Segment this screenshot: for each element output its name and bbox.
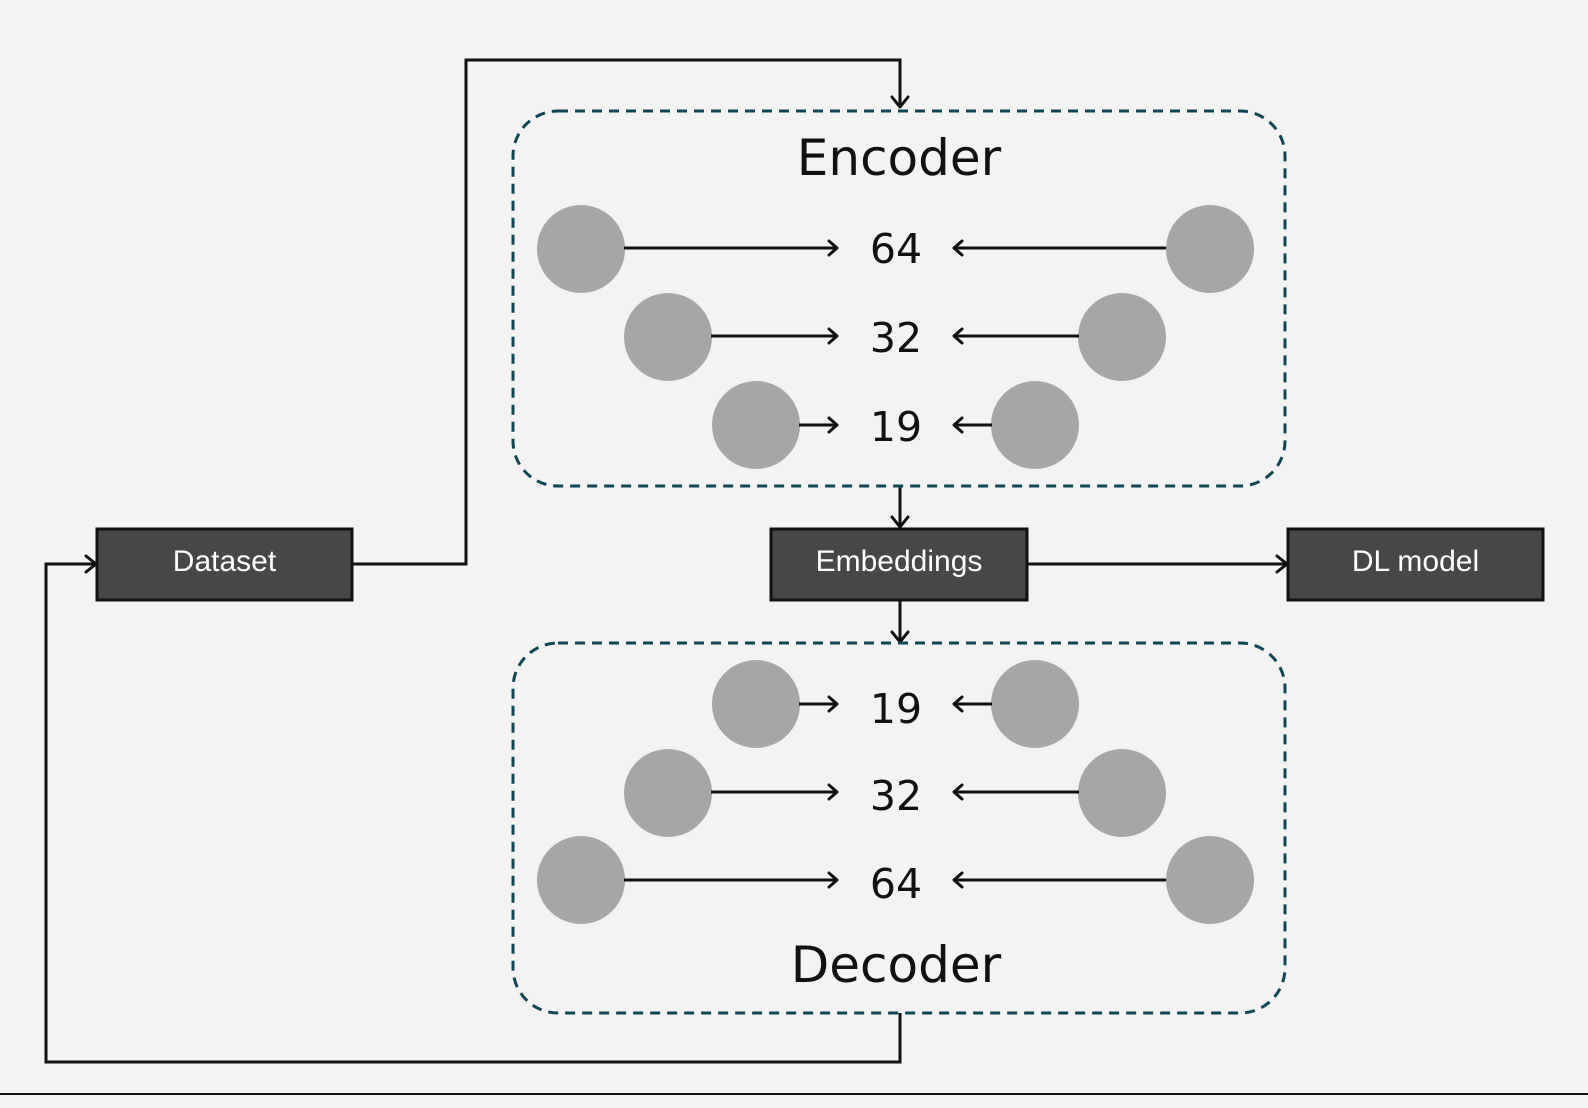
decoder-layer-32: 32 [624,749,1166,837]
encoder-layer-value: 19 [870,403,922,451]
embeddings-box-shape [769,527,1029,602]
decoder-group: Decoder 19 32 [511,641,1287,1015]
decoder-layer-value: 19 [870,685,922,733]
dataset-box[interactable]: Dataset [95,527,354,602]
encoder-layer-32: 32 [624,293,1166,381]
encoder-arrowhead-right-64 [952,239,964,257]
encoder-arrowhead-left-32 [827,327,839,345]
encoder-group: Encoder 64 32 [511,109,1287,488]
encoder-frame [511,109,1287,488]
decoder-layer-value: 64 [870,860,922,908]
encoder-node-left-32 [624,293,712,381]
dl-model-label: DL model [1352,545,1479,578]
encoder-layer-64: 64 [537,205,1254,293]
arrowhead-into-encoder [890,95,910,109]
decoder-node-left-64 [537,836,625,924]
decoder-layer-64: 64 [537,836,1254,924]
dl-model-box-shape [1286,527,1545,602]
decoder-frame [511,641,1287,1015]
encoder-arrowhead-right-19 [952,416,964,434]
connector-dataset-to-encoder [352,58,902,566]
encoder-node-left-19 [712,381,800,469]
decoder-title: Decoder [791,936,1002,994]
decoder-node-left-19 [712,660,800,748]
encoder-node-right-64 [1166,205,1254,293]
decoder-arrowhead-right-32 [952,783,964,801]
encoder-layer-value: 64 [870,225,922,273]
embeddings-label: Embeddings [816,545,983,578]
encoder-arrowhead-left-19 [827,416,839,434]
connector-decoder-to-dataset [44,562,902,1064]
decoder-arrowhead-left-64 [827,871,839,889]
encoder-arrowhead-left-64 [827,239,839,257]
encoder-arrowhead-right-32 [952,327,964,345]
decoder-node-right-32 [1078,749,1166,837]
encoder-title: Encoder [797,129,1002,187]
dataset-label: Dataset [173,545,277,578]
dataset-box-shape [95,527,354,602]
embeddings-box[interactable]: Embeddings [769,527,1029,602]
encoder-node-left-64 [537,205,625,293]
encoder-node-right-19 [991,381,1079,469]
arrowhead-into-embeddings [890,515,910,529]
encoder-layer-19: 19 [712,381,1079,469]
dl-model-box[interactable]: DL model [1286,527,1545,602]
decoder-arrowhead-right-64 [952,871,964,889]
decoder-node-right-64 [1166,836,1254,924]
decoder-arrowhead-left-19 [827,695,839,713]
decoder-node-right-19 [991,660,1079,748]
encoder-node-right-32 [1078,293,1166,381]
encoder-layer-value: 32 [870,314,922,362]
decoder-layer-value: 32 [870,772,922,820]
decoder-node-left-32 [624,749,712,837]
decoder-arrowhead-right-19 [952,695,964,713]
decoder-layer-19: 19 [712,660,1079,748]
decoder-arrowhead-left-32 [827,783,839,801]
